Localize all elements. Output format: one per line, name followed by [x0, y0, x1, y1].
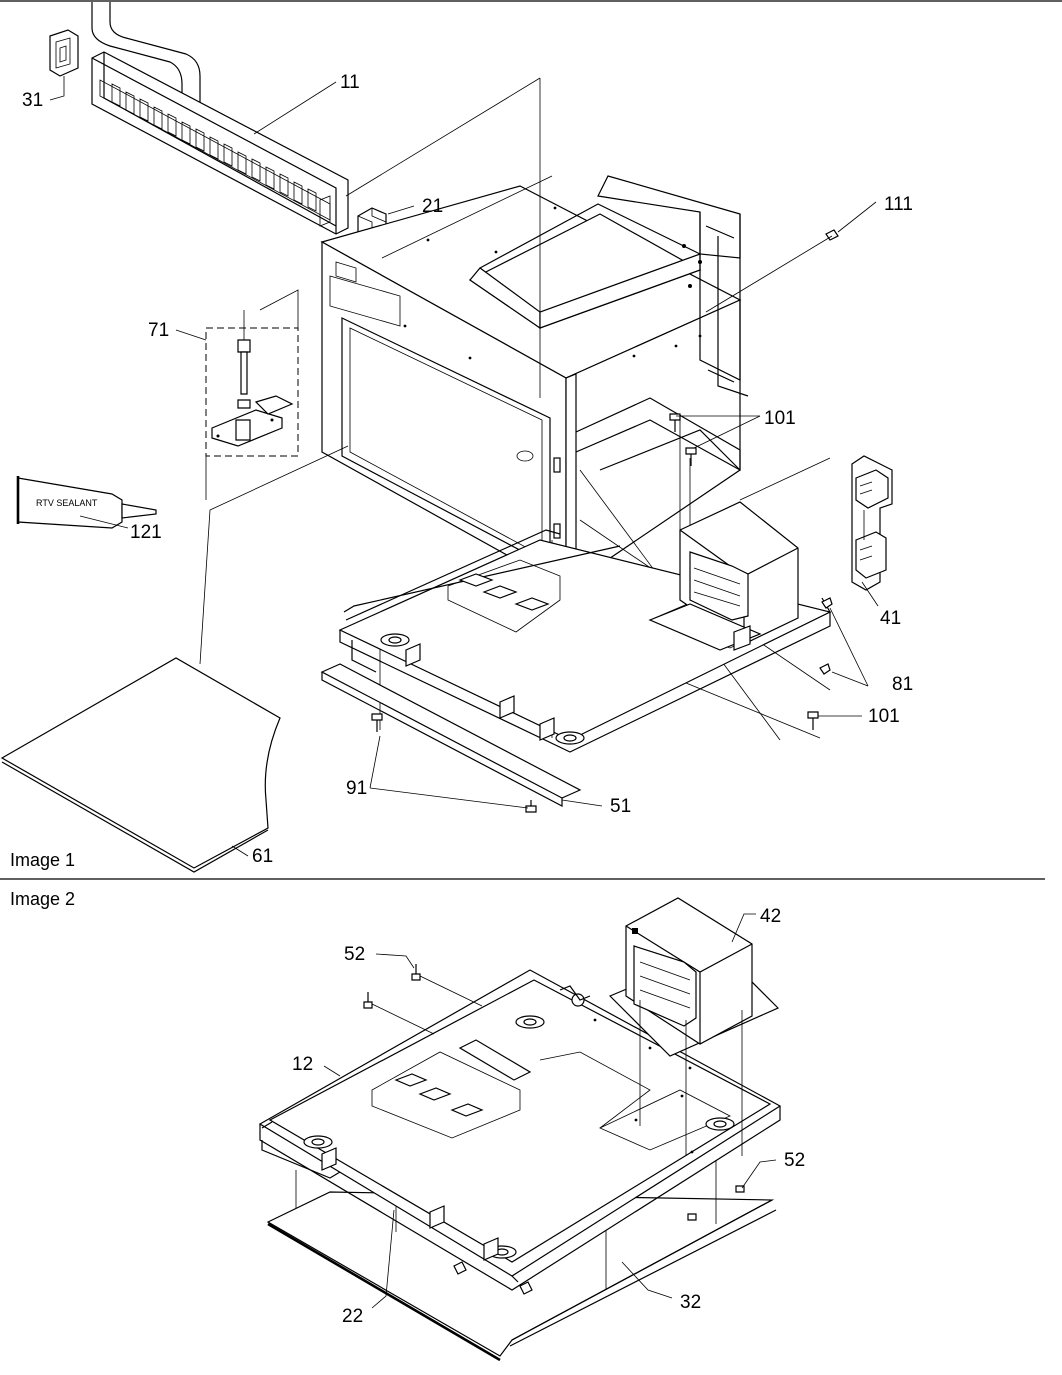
- transformer-42: [608, 897, 780, 1156]
- image1-caption: Image 1: [10, 850, 75, 870]
- switch-bracket-41: [851, 455, 893, 591]
- sealant-label: RTV SEALANT: [36, 498, 98, 508]
- screw-101-lower: [807, 711, 819, 730]
- callout-52-top: 52: [344, 944, 365, 965]
- bracket-31: [49, 29, 79, 77]
- sheet-61: [0, 445, 349, 873]
- callout-41: 41: [880, 608, 901, 629]
- callout-101-lower: 101: [868, 706, 900, 727]
- screws-image2: [363, 964, 745, 1295]
- sealant-tube-121: RTV SEALANT: [16, 476, 157, 529]
- callout-21: 21: [422, 196, 443, 217]
- callout-111: 111: [884, 194, 913, 215]
- screw-101-upper: [669, 413, 697, 466]
- screws-image1: [371, 229, 839, 813]
- image2-caption: Image 2: [10, 889, 75, 909]
- callout-11: 11: [340, 72, 360, 93]
- screw-81: [819, 597, 833, 675]
- bottom-plate-32: [266, 1160, 777, 1362]
- wire-bundle: [91, 2, 201, 112]
- callout-81: 81: [892, 674, 913, 695]
- callout-91: 91: [346, 778, 367, 799]
- screw-111: [705, 229, 839, 313]
- callouts-image2: 52 42 12 52 22 32: [292, 906, 805, 1327]
- leaders-image2: [323, 913, 777, 1309]
- callout-52-right: 52: [784, 1150, 805, 1171]
- callout-22: 22: [342, 1306, 363, 1327]
- latch-kit-71: [205, 289, 299, 500]
- leaders-image1: [49, 76, 879, 857]
- oven-cavity: [320, 185, 742, 590]
- callout-121: 121: [130, 522, 162, 543]
- callout-51: 51: [610, 796, 631, 817]
- callout-61: 61: [252, 846, 273, 867]
- vent-grille-11: [91, 51, 349, 235]
- callout-31: 31: [22, 90, 43, 111]
- callouts-image1: 31 11 21 111 71 101 121 41 81 101 91 51 …: [22, 72, 913, 867]
- image2-group: Image 2: [10, 889, 805, 1362]
- rail-51: [320, 663, 582, 807]
- callout-32: 32: [680, 1292, 701, 1313]
- callout-12: 12: [292, 1054, 313, 1075]
- screw-91: [371, 713, 537, 813]
- transformer-1: [648, 501, 799, 651]
- image1-group: RTV SEALANT: [0, 2, 913, 873]
- callout-71: 71: [148, 320, 169, 341]
- callout-42: 42: [760, 906, 781, 927]
- base-pan-12: [258, 969, 782, 1291]
- waveguide-box: [468, 175, 749, 397]
- callout-101-upper: 101: [764, 408, 796, 429]
- grille-slots: [111, 83, 317, 212]
